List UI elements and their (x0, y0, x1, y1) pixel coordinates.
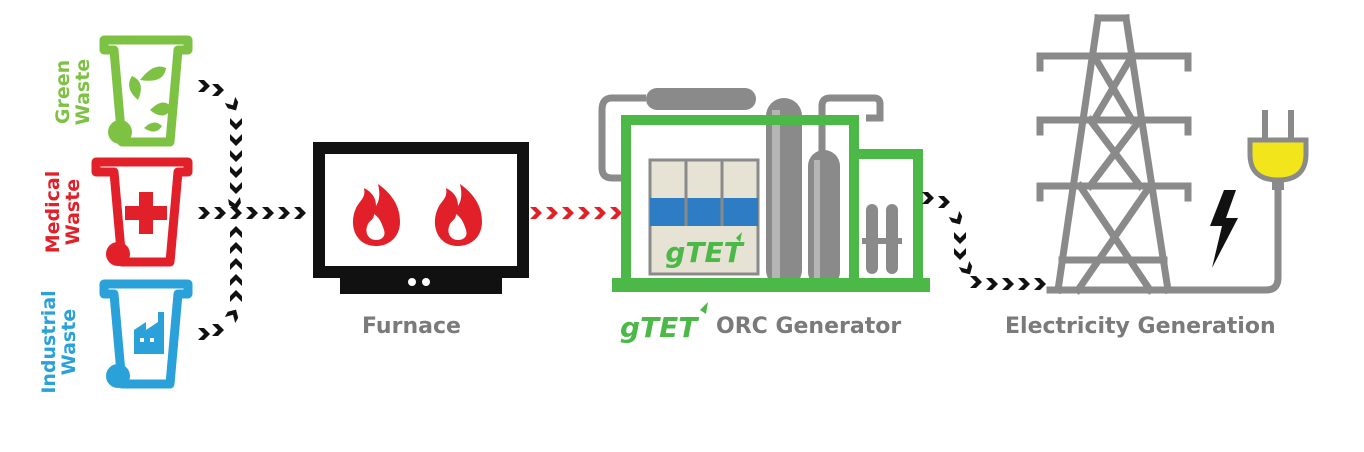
generator-panel-brand: gTET (665, 236, 744, 269)
medical-waste-label-line1: Medical (42, 170, 64, 254)
factory-icon (134, 312, 164, 354)
medical-waste-bin (91, 157, 193, 267)
orc-generator: gTET (598, 88, 930, 292)
flame-icon (434, 184, 482, 246)
generator-brand-logo: gTET (620, 311, 699, 344)
medical-waste-label: Medical Waste (42, 157, 87, 267)
medical-waste-label-line2: Waste (62, 178, 84, 246)
industrial-waste-bin (99, 279, 193, 389)
flame-icon (352, 184, 400, 246)
generator-cabinet: gTET (648, 158, 760, 276)
plug-icon (1190, 110, 1309, 294)
industrial-waste-label-line1: Industrial (38, 290, 60, 394)
waste-input-arrows (198, 80, 306, 340)
heat-transfer-arrows (530, 207, 622, 219)
green-waste-label-line2: Waste (72, 58, 94, 126)
medical-cross-icon (125, 192, 167, 234)
lightning-icon (1210, 190, 1238, 268)
industrial-waste-label: Industrial Waste (38, 277, 83, 407)
green-waste-label: Green Waste (52, 37, 97, 147)
green-waste-bin (99, 35, 193, 147)
generator-caption: ORC Generator (716, 314, 902, 339)
green-waste-label-line1: Green (52, 59, 74, 125)
power-tower-icon (1036, 14, 1194, 295)
power-output-arrows (922, 192, 1046, 290)
industrial-waste-label-line2: Waste (58, 308, 80, 376)
furnace-caption: Furnace (362, 314, 461, 339)
electricity-caption: Electricity Generation (1005, 314, 1276, 339)
furnace (313, 142, 529, 294)
leaf-icon (129, 66, 172, 132)
